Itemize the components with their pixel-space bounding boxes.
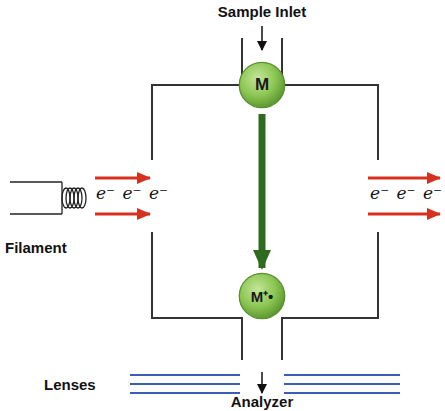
ion-symbol: M⁺• bbox=[238, 272, 286, 320]
inlet-arrow bbox=[261, 26, 263, 50]
inlet-label: Sample Inlet bbox=[218, 3, 306, 20]
electron-label: e⁻ e⁻ e⁻ bbox=[96, 183, 168, 203]
ion-symbol: M bbox=[238, 61, 286, 109]
ionization-arrow bbox=[259, 114, 266, 268]
lenses-label: Lenses bbox=[44, 376, 96, 393]
coil-winding bbox=[78, 188, 86, 208]
electron-label: e⁻ e⁻ e⁻ bbox=[370, 183, 442, 203]
analyzer-arrow bbox=[261, 372, 263, 393]
analyzer-label: Analyzer bbox=[231, 393, 294, 410]
filament-symbol bbox=[10, 182, 86, 214]
chamber-walls bbox=[152, 38, 378, 360]
molecule-circle: M bbox=[238, 61, 286, 109]
filament-label: Filament bbox=[5, 239, 67, 256]
ion-lenses bbox=[130, 375, 400, 393]
molecule-circle: M⁺• bbox=[238, 272, 286, 320]
